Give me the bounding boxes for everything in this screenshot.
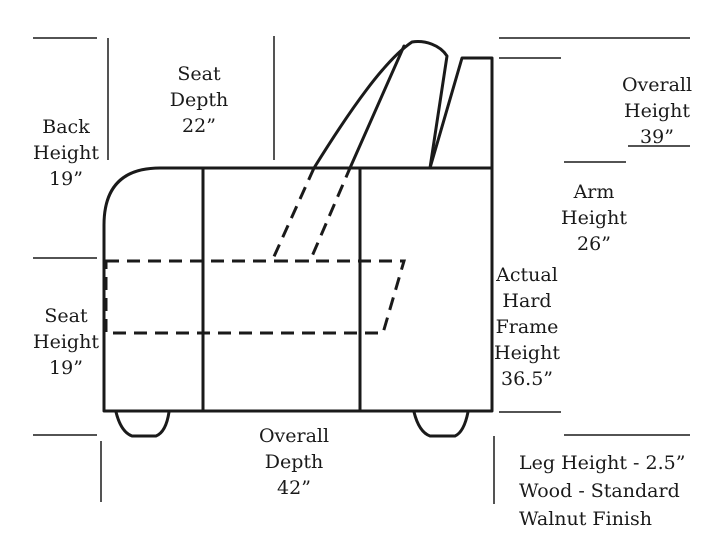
frame-height-label: Actual Hard Frame Height 36.5” xyxy=(494,264,560,390)
back-cushion xyxy=(312,40,449,170)
arm-height-label: Arm Height 26” xyxy=(561,181,627,255)
overall-depth-label: Overall Depth 42” xyxy=(258,425,330,499)
back-cushion-hidden xyxy=(269,167,352,263)
back-frame xyxy=(428,56,494,170)
leg-info-label: Leg Height - 2.5” Wood - Standard Walnut… xyxy=(519,452,686,530)
back-cushion-seam xyxy=(348,44,406,170)
seat-height-label: Seat Height 19” xyxy=(33,305,99,379)
front-leg xyxy=(114,410,171,438)
rear-leg xyxy=(412,410,470,438)
overall-height-label: Overall Height 39” xyxy=(621,74,693,148)
back-height-label: Back Height 19” xyxy=(33,116,99,190)
seat-depth-label: Seat Depth 22” xyxy=(169,63,229,137)
chair-body-outline xyxy=(102,166,494,413)
